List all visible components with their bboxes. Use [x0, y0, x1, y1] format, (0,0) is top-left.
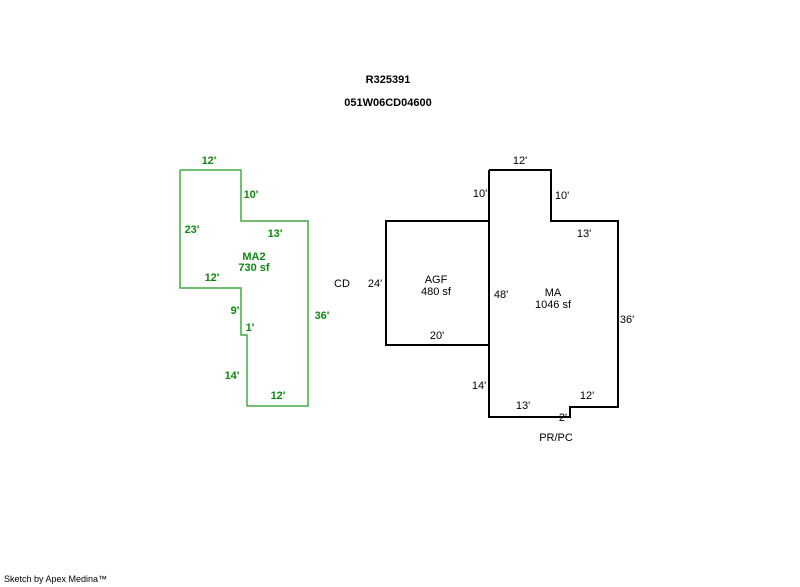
ma-outline: [488, 169, 619, 418]
ma2-dim-step-top: 13': [268, 228, 283, 240]
footer-credit: Sketch by Apex Medina™: [4, 574, 108, 584]
ma2-name: MA2: [242, 251, 265, 263]
agf-dim-bottom: 20': [430, 330, 444, 342]
ma-dim-left-top: 10': [473, 188, 487, 200]
ma2-dim-notch-right: 10': [244, 189, 259, 201]
ma-dim-top: 12': [513, 155, 527, 167]
ma2-outline: [179, 169, 309, 407]
cd-label: CD: [334, 278, 350, 290]
ma-dim-notch-right: 10': [555, 190, 569, 202]
map-number: 051W06CD04600: [344, 97, 431, 109]
agf-name: AGF: [425, 274, 448, 286]
ma2-dim-bottom: 12': [271, 390, 286, 402]
ma2-dim-left-upper: 23': [185, 224, 200, 236]
pr-pc-label: PR/PC: [539, 432, 573, 444]
ma-dim-right: 36': [620, 314, 634, 326]
ma-name: MA: [545, 287, 562, 299]
ma2-dim-top: 12': [202, 155, 217, 167]
agf-outline: [385, 220, 489, 346]
agf-dim-left: 24': [368, 278, 382, 290]
ma-dim-left-bottom: 14': [472, 380, 486, 392]
agf-area: 480 sf: [421, 286, 452, 298]
ma-dim-step-right: 13': [577, 228, 591, 240]
ma-dim-bottom-right: 12': [580, 390, 594, 402]
ma2-area: 730 sf: [238, 262, 270, 274]
ma2-dim-step-mid: 12': [205, 272, 220, 284]
ma-dim-bottom-left: 13': [516, 400, 530, 412]
ma-dim-inner-left: 48': [494, 289, 508, 301]
ma2-dim-left-lower: 14': [225, 370, 240, 382]
ma-area: 1046 sf: [535, 299, 572, 311]
ma-dim-bottom-jog: 2': [559, 412, 567, 424]
ma2-dim-jog: 1': [246, 322, 255, 334]
parcel-id: R325391: [366, 74, 411, 86]
ma2-dim-right: 36': [315, 310, 330, 322]
ma2-dim-inner-left: 9': [231, 305, 240, 317]
